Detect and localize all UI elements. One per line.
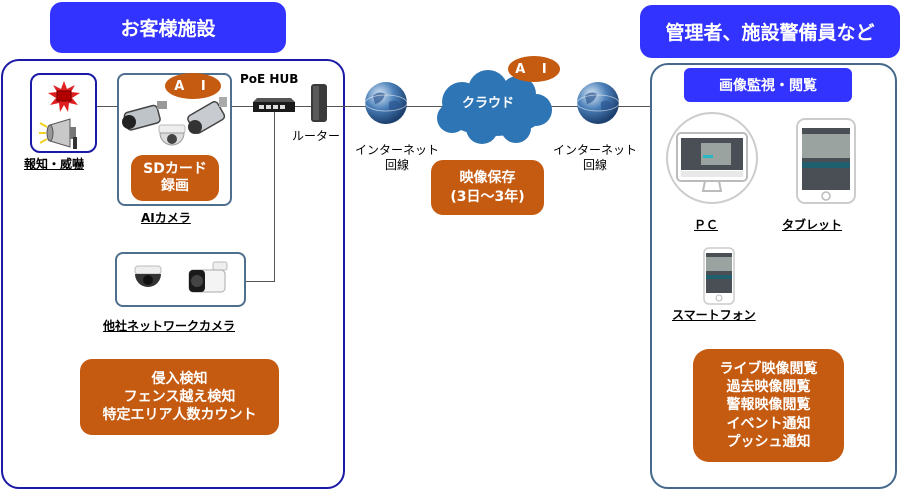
- storage-period: (3日～3年): [450, 188, 525, 205]
- connector-hub-down: [274, 112, 275, 282]
- alarm-caption: 報知・威嚇: [24, 157, 85, 171]
- other-cameras-caption: 他社ネットワークカメラ: [103, 319, 236, 333]
- detection-features-box: 侵入検知 フェンス越え検知 特定エリア人数カウント: [80, 359, 279, 435]
- cloud-ai-badge-text: A I: [515, 61, 553, 77]
- cloud-label: クラウド: [462, 96, 515, 111]
- ai-camera-box: A I SDカード 録画: [117, 73, 232, 206]
- viewing-features-box: ライブ映像閲覧 過去映像閲覧 警報映像閲覧 イベント通知 プッシュ通知: [693, 349, 844, 462]
- feature-item: 過去映像閲覧: [726, 379, 811, 396]
- sd-card-label: SDカード: [143, 160, 207, 177]
- bullet-camera-large-icon: [187, 97, 227, 134]
- connector-alarm-camera: [97, 106, 117, 107]
- internet-right-line1: インターネット: [553, 143, 638, 157]
- smartphone-icon: [703, 247, 735, 305]
- feature-item: 侵入検知: [151, 370, 208, 387]
- video-storage-badge: 映像保存 (3日～3年): [431, 160, 544, 215]
- cloud-icon: [437, 70, 552, 144]
- connector-other-cam: [246, 281, 275, 282]
- globe-icon: [576, 82, 620, 124]
- bullet-camera-icon: [122, 101, 167, 131]
- cloud-ai-badge: A I: [508, 56, 560, 82]
- globe-icon: [364, 82, 408, 124]
- other-cameras-box: [115, 252, 246, 307]
- alarm-device-box: [30, 73, 97, 153]
- router-icon: [311, 84, 327, 122]
- customer-facility-title: お客様施設: [50, 2, 286, 53]
- monitoring-subtitle-text: 画像監視・閲覧: [719, 78, 817, 94]
- feature-item: ライブ映像閲覧: [719, 361, 818, 378]
- smartphone-caption: スマートフォン: [672, 308, 756, 322]
- admin-title-text: 管理者、施設警備員など: [665, 22, 875, 44]
- bullet-camera-icon: [188, 261, 228, 293]
- tablet-caption: タブレット: [782, 218, 843, 232]
- warning-light-icon: [48, 81, 80, 112]
- dome-camera-icon: [134, 265, 162, 287]
- poe-hub-icon: [253, 98, 295, 112]
- pc-caption: ＰＣ: [694, 218, 719, 232]
- feature-item: 警報映像閲覧: [726, 397, 811, 414]
- storage-label: 映像保存: [459, 170, 516, 187]
- internet-left-line1: インターネット: [355, 143, 440, 157]
- ai-camera-caption: AIカメラ: [141, 211, 191, 225]
- sd-card-recording-badge: SDカード 録画: [131, 155, 219, 201]
- megaphone-icon: [39, 118, 77, 149]
- admin-title: 管理者、施設警備員など: [640, 5, 900, 58]
- tablet-icon: [796, 118, 856, 204]
- poe-hub-label: PoE HUB: [240, 72, 299, 86]
- internet-right-label: インターネット 回線: [553, 143, 637, 173]
- internet-left-label: インターネット 回線: [355, 143, 439, 173]
- ai-badge: A I: [165, 73, 221, 99]
- connector-internet-right: [600, 106, 650, 107]
- feature-item: 特定エリア人数カウント: [102, 407, 257, 424]
- internet-right-line2: 回線: [583, 158, 608, 172]
- ai-badge-text: A I: [174, 78, 212, 94]
- feature-item: フェンス越え検知: [123, 388, 236, 405]
- feature-item: プッシュ通知: [726, 433, 811, 450]
- router-label: ルーター: [292, 129, 341, 143]
- monitoring-subtitle: 画像監視・閲覧: [684, 68, 852, 102]
- customer-facility-title-text: お客様施設: [120, 18, 216, 40]
- recording-label: 録画: [161, 178, 189, 194]
- feature-item: イベント通知: [726, 415, 811, 432]
- dome-camera-icon: [158, 124, 186, 146]
- internet-left-line2: 回線: [385, 158, 410, 172]
- pc-monitor-icon: [666, 112, 758, 204]
